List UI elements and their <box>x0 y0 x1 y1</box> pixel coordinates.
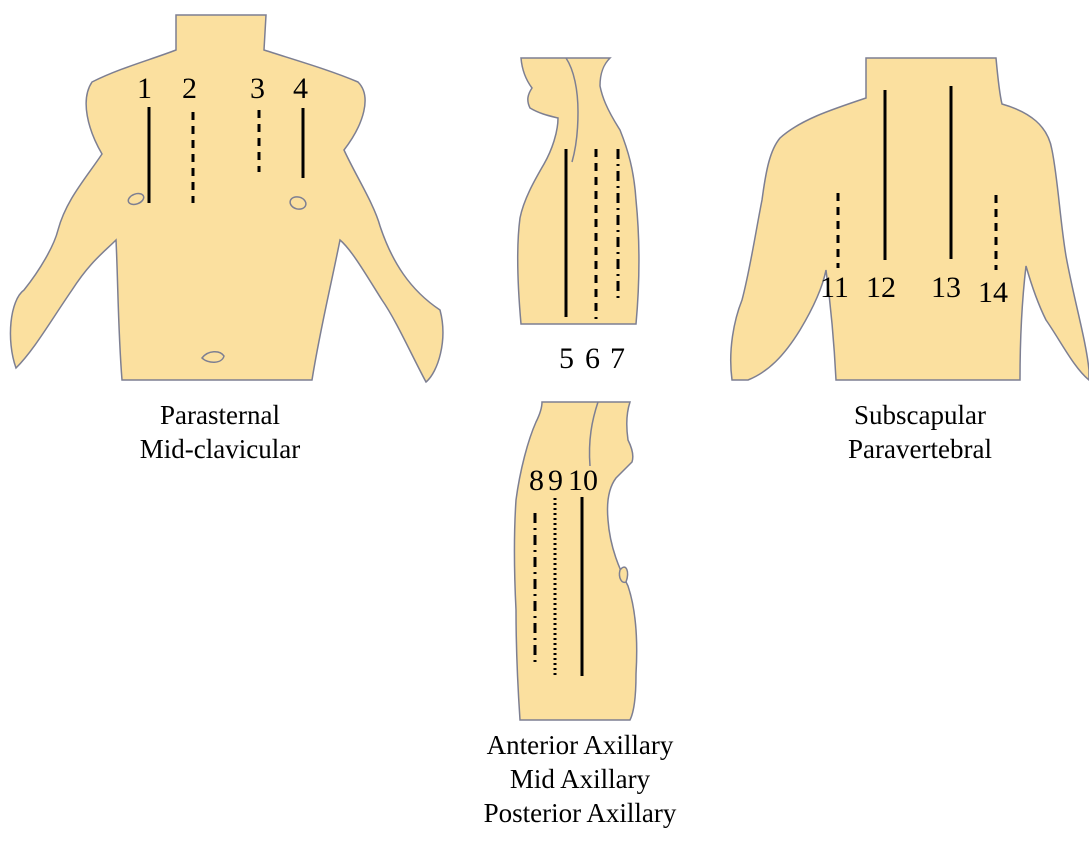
side-view-bottom-figure: 8 9 10 <box>515 402 637 720</box>
side-bottom-nipple <box>619 567 627 582</box>
caption-posterior-axillary: Posterior Axillary <box>430 796 730 830</box>
label-13: 13 <box>931 271 961 304</box>
back-torso-outline <box>731 58 1089 380</box>
front-torso-figure: 1 2 3 4 <box>10 15 442 382</box>
label-2: 2 <box>182 72 197 105</box>
label-8: 8 <box>529 464 544 497</box>
label-6: 6 <box>585 342 600 375</box>
caption-mid-clavicular: Mid-clavicular <box>100 432 340 466</box>
back-view-caption: Subscapular Paravertebral <box>800 398 1040 466</box>
label-9: 9 <box>548 464 563 497</box>
caption-mid-axillary: Mid Axillary <box>430 762 730 796</box>
label-7: 7 <box>610 342 625 375</box>
label-12: 12 <box>866 271 896 304</box>
front-torso-outline <box>10 15 442 382</box>
label-14: 14 <box>978 276 1008 309</box>
side-view-caption: Anterior Axillary Mid Axillary Posterior… <box>430 728 730 830</box>
caption-paravertebral: Paravertebral <box>800 432 1040 466</box>
caption-anterior-axillary: Anterior Axillary <box>430 728 730 762</box>
label-11: 11 <box>820 271 849 304</box>
label-1: 1 <box>137 72 152 105</box>
label-4: 4 <box>293 72 308 105</box>
side-view-top-figure: 5 6 7 <box>518 58 639 375</box>
label-10: 10 <box>568 464 598 497</box>
label-3: 3 <box>250 72 265 105</box>
caption-parasternal: Parasternal <box>100 398 340 432</box>
front-view-caption: Parasternal Mid-clavicular <box>100 398 340 466</box>
caption-subscapular: Subscapular <box>800 398 1040 432</box>
side-bottom-outline <box>515 402 637 720</box>
label-5: 5 <box>559 342 574 375</box>
back-torso-figure: 11 12 13 14 <box>731 58 1089 380</box>
side-top-outline <box>518 58 639 324</box>
